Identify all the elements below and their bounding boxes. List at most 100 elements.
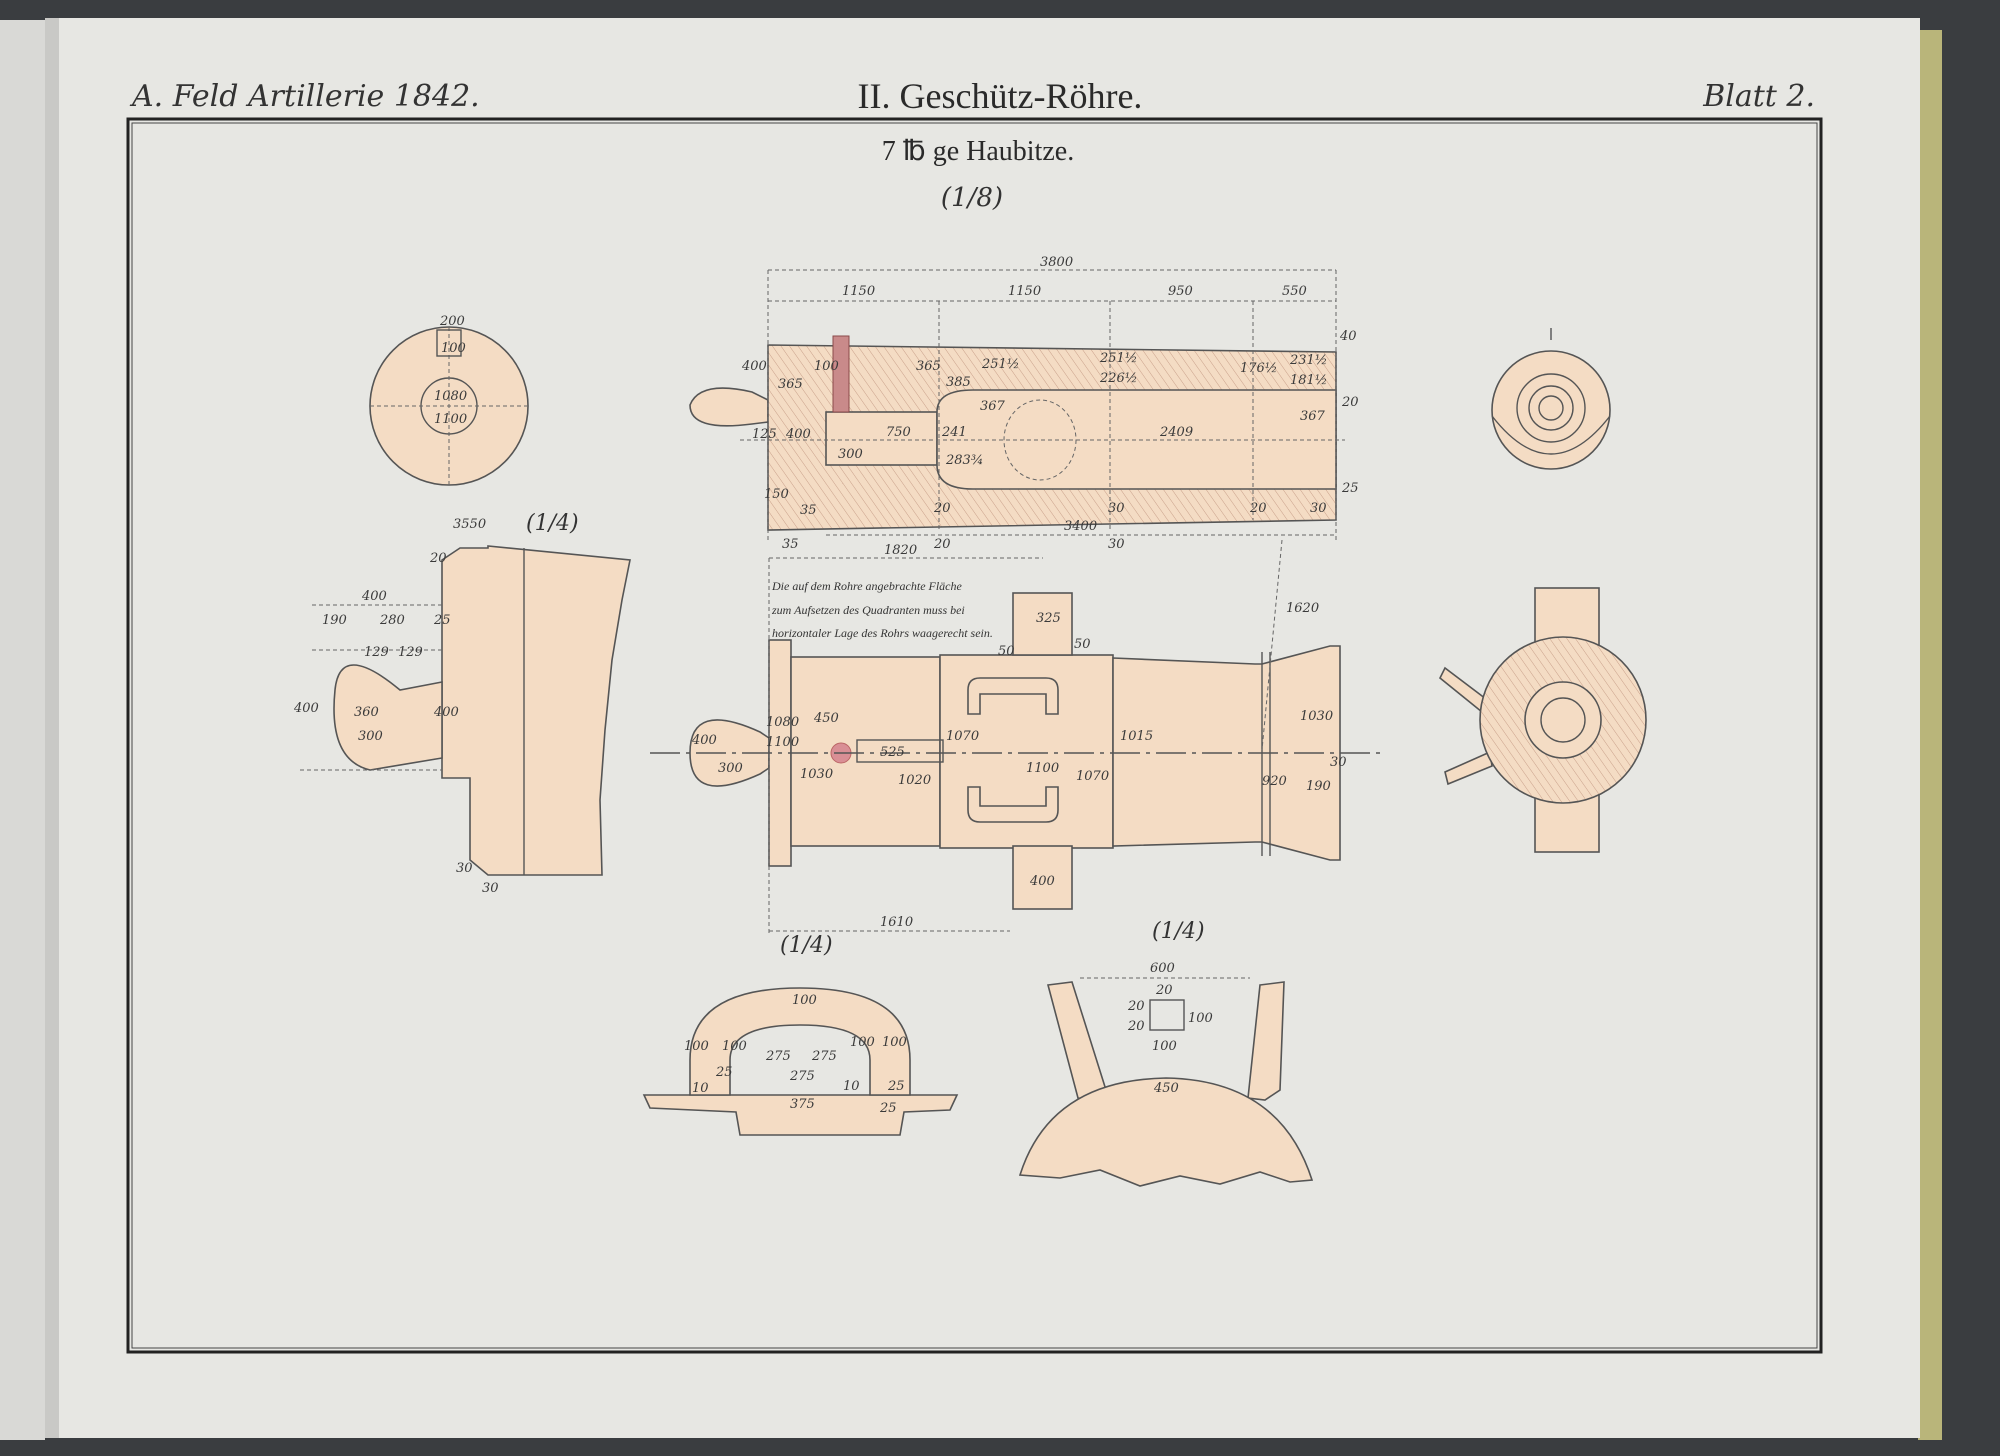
dimension-label: 367 xyxy=(1300,409,1326,424)
dimension-label: 1100 xyxy=(1026,761,1059,776)
binding-shadow xyxy=(45,18,59,1438)
dimension-label: 1150 xyxy=(842,284,875,299)
dimension-label: 400 xyxy=(361,589,387,604)
dimension-label: 3800 xyxy=(1040,255,1073,270)
dimension-label: 129 xyxy=(398,645,423,660)
dimension-label: 300 xyxy=(718,761,743,776)
dimension-label: (1/4) xyxy=(526,511,579,536)
dimension-label: 2409 xyxy=(1159,425,1193,440)
dimension-label: 100 xyxy=(814,359,839,374)
dimension-label: 1015 xyxy=(1120,729,1153,744)
dimension-label: 600 xyxy=(1150,961,1175,976)
dimension-label: 20 xyxy=(933,501,951,516)
dimension-label: 25 xyxy=(887,1079,905,1094)
dimension-label: 280 xyxy=(379,613,405,628)
dimension-label: 1620 xyxy=(1286,601,1319,616)
dimension-label: 20 xyxy=(1155,983,1173,998)
dimension-label: 241 xyxy=(941,425,967,440)
dimension-label: 400 xyxy=(293,701,319,716)
dimension-label: 100 xyxy=(684,1039,709,1054)
dimension-label: 275 xyxy=(789,1069,815,1084)
dimension-label: 450 xyxy=(1153,1081,1179,1096)
note-line-2: zum Aufsetzen des Quadranten muss bei xyxy=(771,603,965,617)
dimension-label: 226½ xyxy=(1099,371,1137,386)
dimension-label: 25 xyxy=(715,1065,733,1080)
dimension-label: 360 xyxy=(354,705,379,720)
trunnion-bottom xyxy=(1012,845,1073,910)
dimension-label: 100 xyxy=(722,1039,747,1054)
dimension-label: 750 xyxy=(886,425,911,440)
dimension-label: 30 xyxy=(1108,537,1125,552)
dimension-label: 400 xyxy=(785,427,811,442)
dimension-label: 1030 xyxy=(1300,709,1333,724)
dimension-label: 150 xyxy=(764,487,789,502)
dimension-label: 176½ xyxy=(1240,361,1277,376)
trunnion-top xyxy=(1012,592,1073,656)
dimension-label: 1030 xyxy=(800,767,833,782)
dimension-label: 251½ xyxy=(981,357,1019,372)
note-line-3: horizontaler Lage des Rohrs waagerecht s… xyxy=(772,626,993,640)
dimension-label: 400 xyxy=(1029,874,1055,889)
frame-inner xyxy=(131,122,1818,1349)
vent-channel xyxy=(832,335,850,413)
dimension-label: 1820 xyxy=(884,543,917,558)
muzzle-end-view xyxy=(1491,328,1611,470)
dimension-label: 100 xyxy=(441,341,466,356)
dimension-label: 10 xyxy=(692,1081,709,1096)
longitudinal-section: 3800 1150 1150 950 550 3400 125 400 300 … xyxy=(689,255,1359,552)
dimension-label: 35 xyxy=(800,503,817,518)
frame-outer xyxy=(126,117,1823,1354)
dimension-label: 1070 xyxy=(946,729,979,744)
dimension-label: 181½ xyxy=(1290,373,1327,388)
dimension-label: 25 xyxy=(433,613,451,628)
dimension-label: 300 xyxy=(358,729,383,744)
dimension-label: 1150 xyxy=(1008,284,1041,299)
dimension-label: 1610 xyxy=(880,915,913,930)
dimension-label: 200 xyxy=(439,314,465,329)
dimension-label: 30 xyxy=(1310,501,1327,516)
dimension-label: 1020 xyxy=(898,773,931,788)
breech-end-view: 200 100 1080 1100 xyxy=(369,314,529,486)
dimension-label: 365 xyxy=(778,377,803,392)
dimension-label: 1080 xyxy=(766,715,799,730)
dimension-label: 100 xyxy=(850,1035,875,1050)
dimension-label: 20 xyxy=(1249,501,1267,516)
scale-main: (1/8) xyxy=(941,183,1003,213)
trunnion-cross-section xyxy=(1438,587,1647,853)
dimension-label: 3550 xyxy=(453,517,486,532)
dimension-label: 367 xyxy=(980,399,1006,414)
header-center: II. Geschütz-Röhre. xyxy=(858,76,1143,116)
dimension-label: 10 xyxy=(843,1079,860,1094)
dimension-label: 100 xyxy=(792,993,817,1008)
dimension-label: 283¾ xyxy=(945,453,983,468)
breech-detail: (1/4) 3550 400 190 280 25 129 129 400 36… xyxy=(293,511,631,896)
header-left: A. Feld Artillerie 1842. xyxy=(129,79,480,114)
dimension-label: 450 xyxy=(813,711,839,726)
left-page-edge xyxy=(0,20,45,1440)
dimension-label: 190 xyxy=(322,613,347,628)
dimension-label: 25 xyxy=(1341,481,1359,496)
header-right: Blatt 2. xyxy=(1702,79,1815,114)
dimension-label: 30 xyxy=(1330,755,1347,770)
dimension-label: (1/4) xyxy=(1152,919,1205,944)
dimension-label: 25 xyxy=(879,1101,897,1116)
dimension-label: 20 xyxy=(1127,999,1145,1014)
dimension-label: 129 xyxy=(364,645,389,660)
page-edge-gilt xyxy=(1918,30,1942,1440)
dimension-label: 400 xyxy=(433,705,459,720)
dimension-label: 50 xyxy=(1074,637,1091,652)
dimension-label: 365 xyxy=(916,359,941,374)
dimension-label: 125 xyxy=(752,427,777,442)
dimension-label: 920 xyxy=(1262,774,1287,789)
dimension-label: 1100 xyxy=(434,412,467,427)
dimension-label: 30 xyxy=(482,881,499,896)
dimension-label: 20 xyxy=(1341,395,1359,410)
dimension-label: 525 xyxy=(880,745,905,760)
drawing-title: 7 ℔ ge Haubitze. xyxy=(882,136,1074,167)
dimension-label: 100 xyxy=(1152,1039,1177,1054)
dimension-label: 325 xyxy=(1036,611,1061,626)
dimension-label: 100 xyxy=(1188,1011,1213,1026)
dimension-label: 20 xyxy=(933,537,951,552)
trunnion-detail: (1/4) 600 100 100 20 20 20 450 xyxy=(1018,919,1314,1187)
